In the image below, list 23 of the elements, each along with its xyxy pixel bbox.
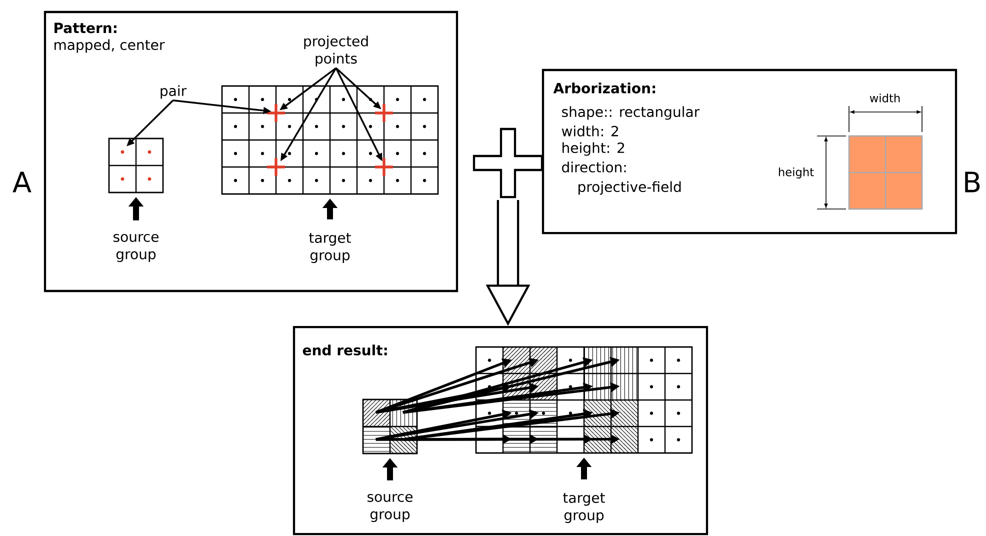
panel-heading: Pattern: <box>54 22 116 34</box>
panel-letter: B <box>965 172 980 192</box>
dimension-label: height <box>778 168 814 178</box>
dimension-label: width <box>870 94 900 102</box>
panel-heading: Arborization: <box>553 82 656 94</box>
annotation-label: projected points <box>304 36 368 66</box>
grid-drawing <box>108 138 164 194</box>
group-label: target group <box>309 232 351 264</box>
panel-text: projective-field <box>578 181 681 195</box>
panel-letter: A <box>12 172 32 192</box>
panel-text: direction: <box>562 162 626 172</box>
group-label: target group <box>563 492 605 524</box>
plus-sign <box>472 128 544 198</box>
annotation-label: pair <box>160 85 187 99</box>
group-label: source group <box>368 494 412 522</box>
panel-text: width: 2 <box>562 126 618 136</box>
panel-text: shape:: rectangular <box>562 106 700 120</box>
panel-heading: end result: <box>302 344 387 356</box>
grid-drawing <box>221 85 439 195</box>
panel-text: height: 2 <box>562 142 624 156</box>
group-label: source group <box>114 234 158 262</box>
color-grid <box>848 135 923 210</box>
panel-text: mapped, center <box>54 39 165 53</box>
